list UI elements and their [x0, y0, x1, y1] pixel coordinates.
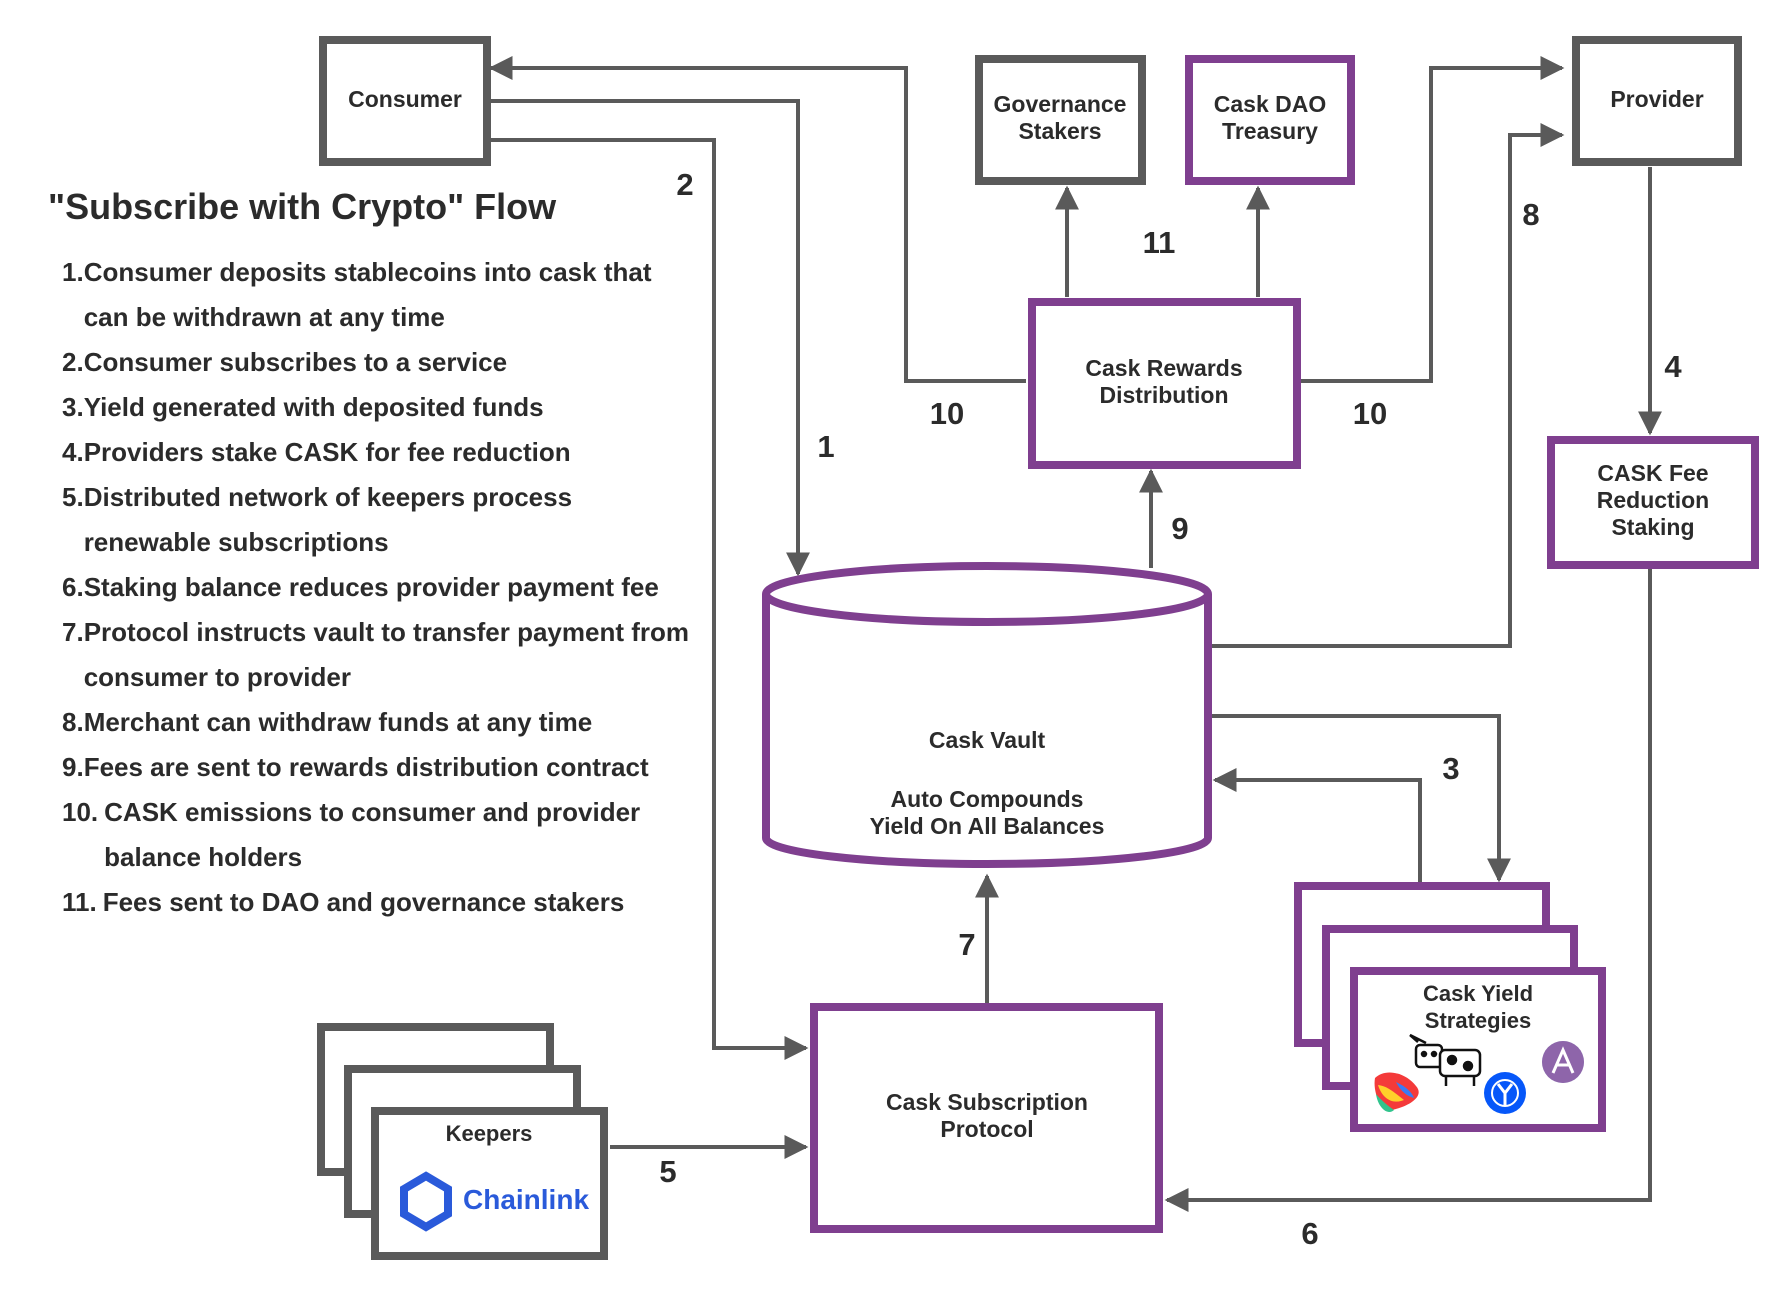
step-item: 8.Merchant can withdraw funds at any tim…	[62, 707, 593, 737]
step-item: 7.Protocol instructs vault to transfer p…	[62, 617, 690, 692]
svg-text:Reduction: Reduction	[1597, 487, 1709, 513]
yearn-logo-icon	[1484, 1072, 1526, 1114]
svg-text:Distribution: Distribution	[1099, 382, 1228, 408]
svg-text:Governance: Governance	[994, 91, 1127, 117]
cask-dao-treasury-node: Cask DAO Treasury	[1185, 55, 1355, 185]
step-item: 10.CASK emissions to consumer and provid…	[62, 797, 641, 872]
step-item: 11.Fees sent to DAO and governance stake…	[62, 887, 625, 917]
edge-label-6: 6	[1301, 1216, 1318, 1251]
edge-vault-to-provider	[1211, 123, 1565, 648]
svg-text:Consumer: Consumer	[348, 86, 462, 112]
edge-label-5: 5	[659, 1154, 676, 1189]
edge-label-3: 3	[1442, 751, 1459, 786]
svg-text:Protocol: Protocol	[940, 1116, 1033, 1142]
edge-label-1: 1	[817, 429, 834, 464]
edge-label-2: 2	[676, 167, 693, 202]
svg-text:Cask Subscription: Cask Subscription	[886, 1089, 1088, 1115]
keepers-stack: Keepers Chainlink	[317, 1023, 608, 1260]
svg-text:Strategies: Strategies	[1425, 1008, 1531, 1033]
cask-rewards-distribution-node: Cask Rewards Distribution	[1028, 298, 1301, 469]
edge-label-7: 7	[958, 927, 975, 962]
svg-text:Cask Vault: Cask Vault	[929, 727, 1046, 753]
step-item: 2.Consumer subscribes to a service	[62, 347, 508, 377]
edge-label-10-right: 10	[1353, 396, 1387, 431]
svg-text:Keepers: Keepers	[446, 1121, 533, 1146]
edge-label-11: 11	[1143, 225, 1176, 260]
svg-text:Cask DAO: Cask DAO	[1214, 91, 1326, 117]
edge-fee-staking-to-protocol	[1164, 568, 1652, 1212]
svg-text:Treasury: Treasury	[1222, 118, 1318, 144]
edge-rewards-to-provider	[1298, 56, 1565, 383]
curve-logo-icon	[1374, 1072, 1419, 1113]
edge-label-9: 9	[1171, 511, 1188, 546]
cask-yield-strategies-stack: Cask Yield Strategies	[1294, 882, 1606, 1132]
cask-subscription-protocol-node: Cask Subscription Protocol	[810, 1003, 1163, 1233]
governance-stakers-node: Governance Stakers	[975, 55, 1146, 185]
svg-text:Chainlink: Chainlink	[463, 1184, 589, 1215]
svg-text:CASK Fee: CASK Fee	[1597, 460, 1708, 486]
cow-logo-icon	[1409, 1033, 1482, 1086]
step-item: 4.Providers stake CASK for fee reduction	[62, 437, 571, 467]
edge-rewards-to-consumer	[488, 56, 1026, 383]
step-item: 1.Consumer deposits stablecoins into cas…	[62, 257, 652, 332]
step-item: 5.Distributed network of keepers process…	[62, 482, 573, 557]
consumer-node: Consumer	[319, 36, 491, 166]
edge-label-8: 8	[1522, 197, 1539, 232]
svg-text:Stakers: Stakers	[1018, 118, 1101, 144]
diagram-title: "Subscribe with Crypto" Flow	[48, 186, 557, 227]
cask-fee-reduction-staking-node: CASK Fee Reduction Staking	[1547, 436, 1759, 569]
chainlink-logo-icon	[400, 1171, 452, 1232]
edge-vault-to-yield	[1211, 714, 1511, 883]
svg-text:Auto Compounds: Auto Compounds	[891, 786, 1084, 812]
svg-text:Provider: Provider	[1610, 86, 1703, 112]
cask-vault-node: Cask Vault Auto Compounds Yield On All B…	[762, 562, 1212, 868]
aave-logo-icon	[1542, 1041, 1584, 1083]
step-item: 3.Yield generated with deposited funds	[62, 392, 544, 422]
step-item: 9.Fees are sent to rewards distribution …	[62, 752, 649, 782]
provider-node: Provider	[1572, 36, 1742, 166]
svg-text:Cask Rewards: Cask Rewards	[1085, 355, 1242, 381]
step-item: 6.Staking balance reduces provider payme…	[62, 572, 659, 602]
svg-text:Yield On All Balances: Yield On All Balances	[870, 813, 1105, 839]
svg-text:Staking: Staking	[1611, 514, 1694, 540]
edge-consumer-to-protocol	[487, 138, 809, 1060]
edge-label-10-left: 10	[930, 396, 964, 431]
svg-text:Cask Yield: Cask Yield	[1423, 981, 1533, 1006]
flow-steps-list: 1.Consumer deposits stablecoins into cas…	[62, 250, 702, 925]
edge-consumer-to-vault	[487, 99, 810, 577]
edge-label-4: 4	[1664, 349, 1682, 384]
edge-yield-to-vault	[1212, 768, 1422, 882]
